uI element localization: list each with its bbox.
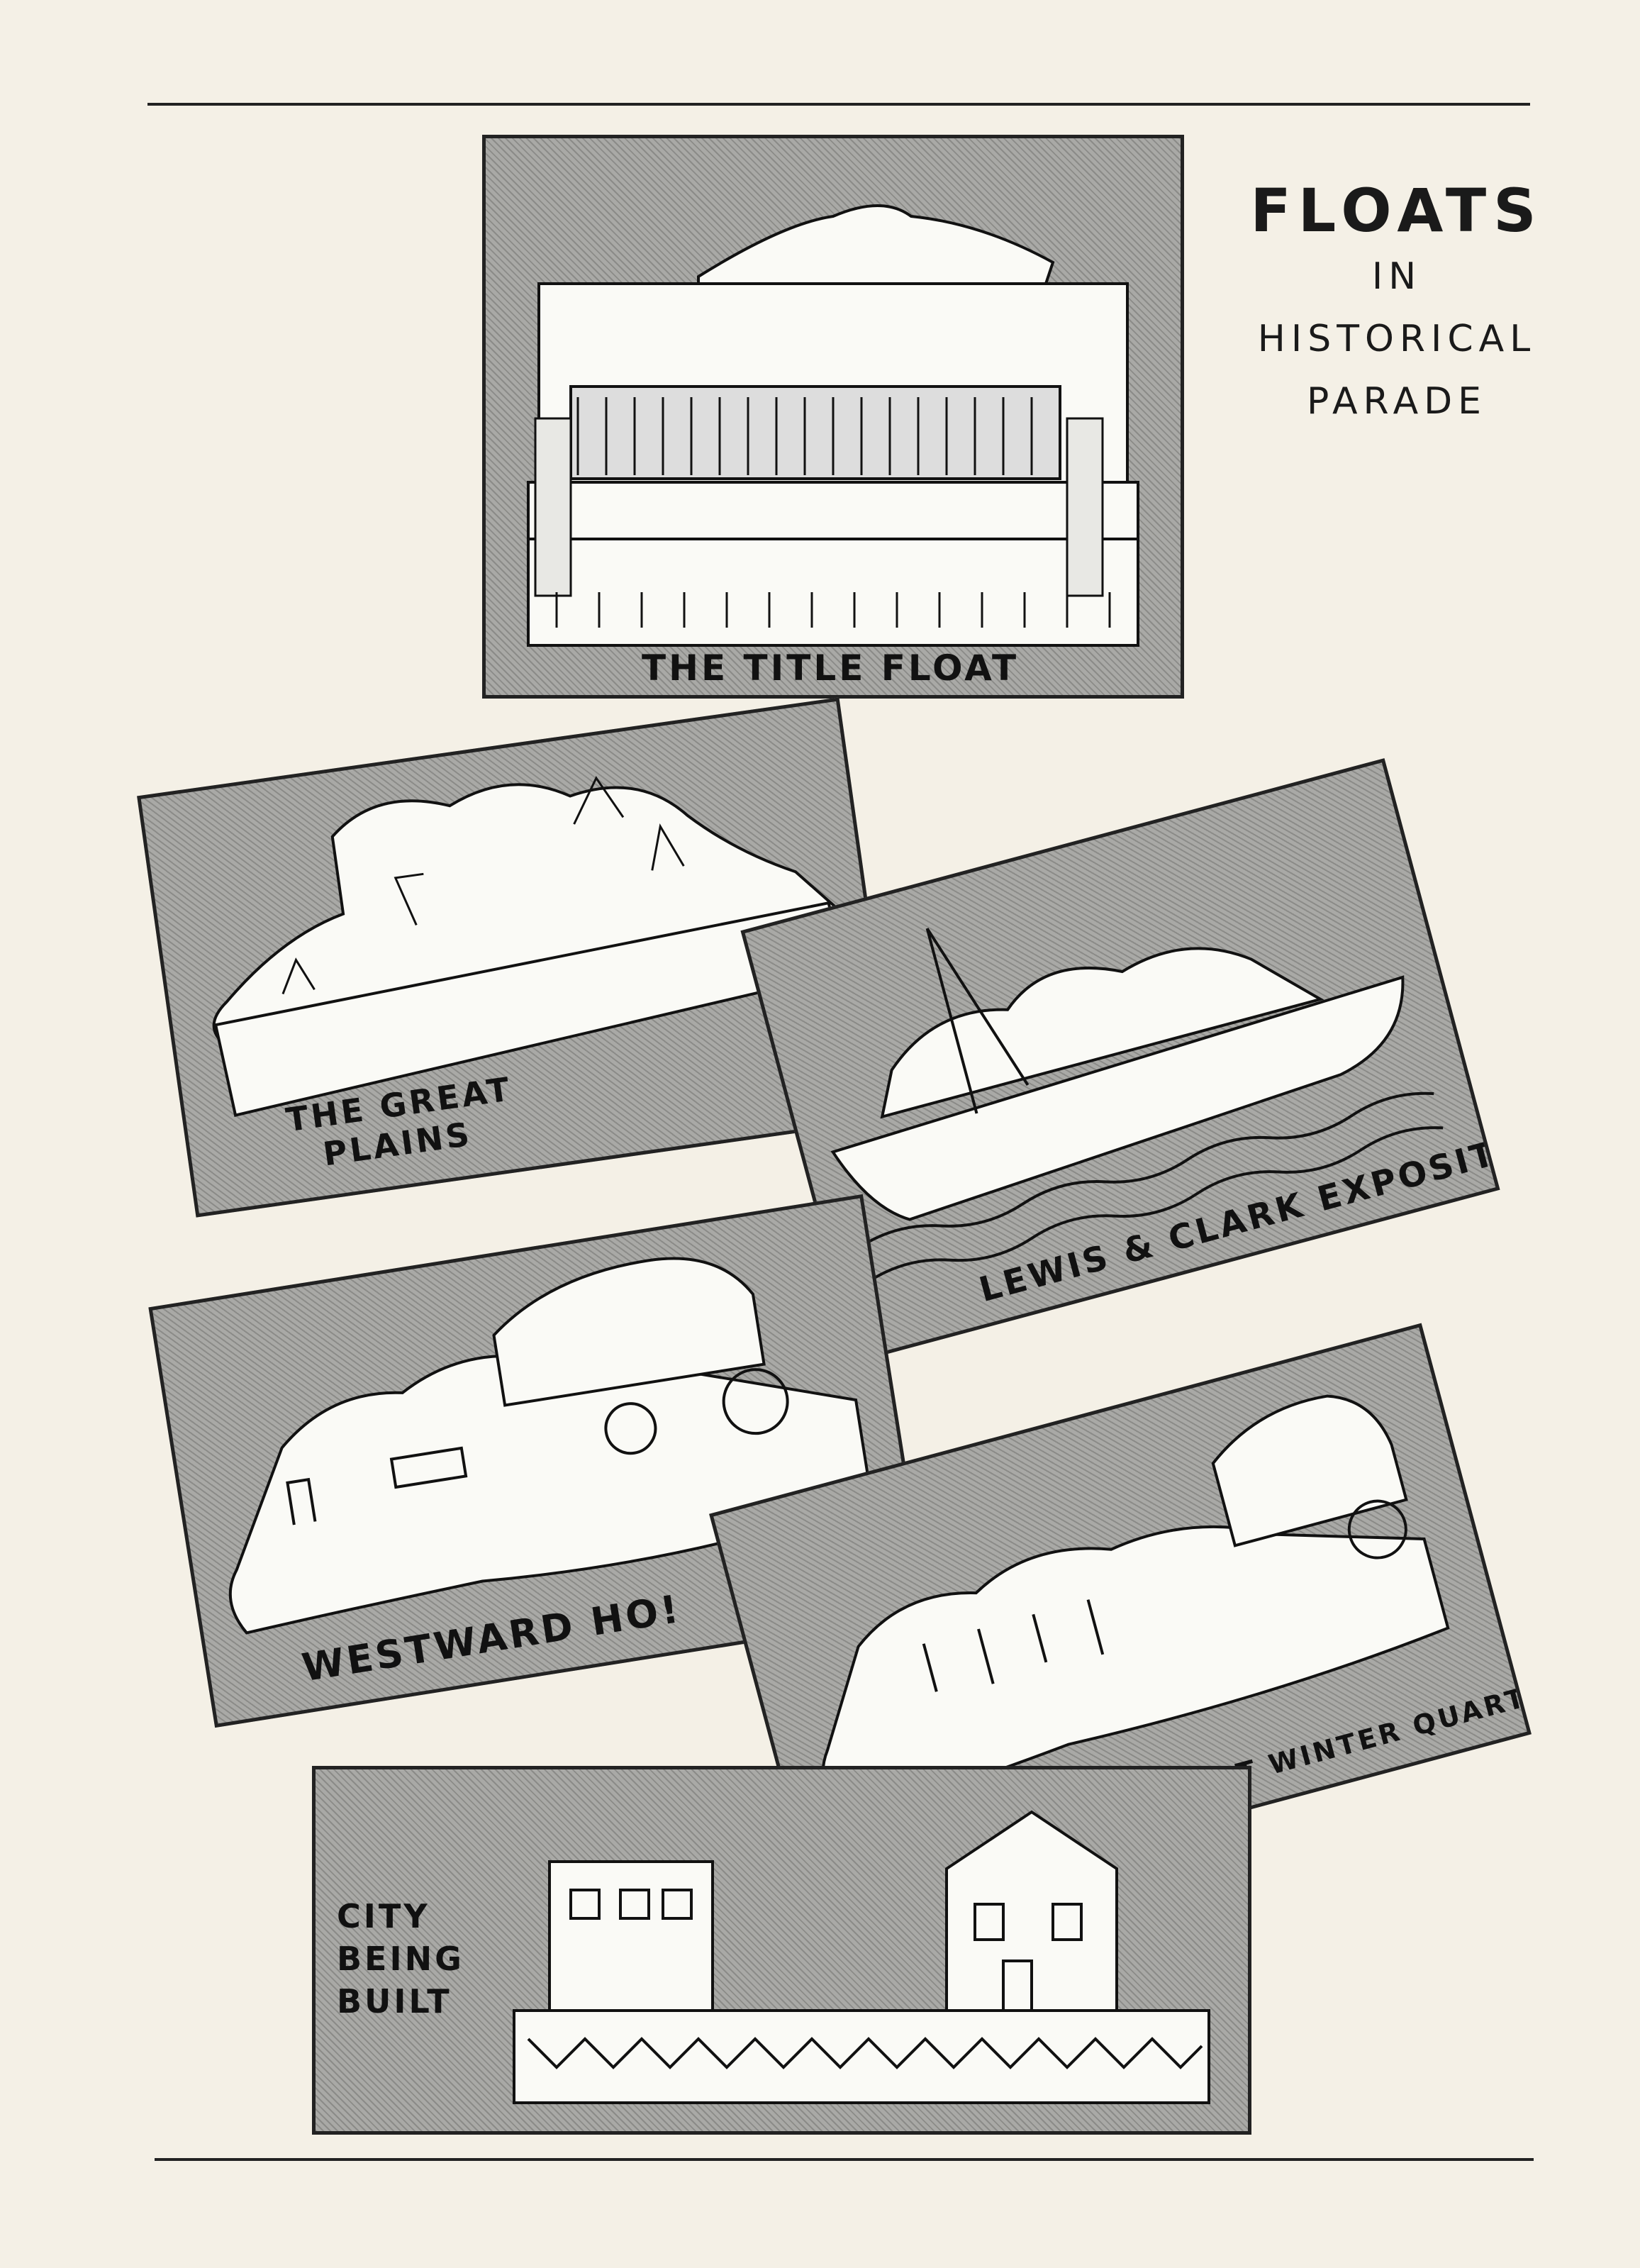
title-float-caption: THE TITLE FLOAT	[642, 647, 1020, 689]
westward-ho-illustration	[228, 1257, 874, 1635]
heading-parade: PARADE	[1306, 380, 1488, 423]
heading-floats: FLOATS	[1250, 176, 1544, 245]
lewis-clark-illustration	[830, 928, 1444, 1284]
page-heading: FLOATS IN HISTORICAL PARADE	[1227, 176, 1567, 433]
title-float-illustration	[527, 204, 1139, 647]
great-plains-illustration	[212, 776, 848, 1117]
bottom-rule	[155, 2158, 1534, 2161]
city-built-illustration	[513, 1810, 1210, 2104]
top-rule	[147, 103, 1530, 106]
city-caption-line3: BUILT	[337, 1982, 452, 2020]
westward-ho-panel: WESTWARD HO!	[148, 1194, 930, 1728]
city-caption-line1: CITY	[337, 1897, 430, 1935]
great-plains-panel: THE GREAT PLAINS	[137, 697, 898, 1218]
heading-in: IN	[1371, 255, 1422, 298]
lewis-clark-panel: LEWIS & CLARK EXPOSITION	[740, 758, 1500, 1362]
mormans-illustration	[821, 1394, 1450, 1823]
mormans-panel: MORMANS ARRIVING AT WINTER QUARTERS	[709, 1323, 1532, 1925]
city-caption-line2: BEING	[337, 1940, 464, 1978]
city-built-panel: CITY BEING BUILT	[312, 1766, 1251, 2135]
heading-historical: HISTORICAL	[1257, 318, 1536, 360]
title-float-panel: THE TITLE FLOAT	[482, 135, 1184, 699]
